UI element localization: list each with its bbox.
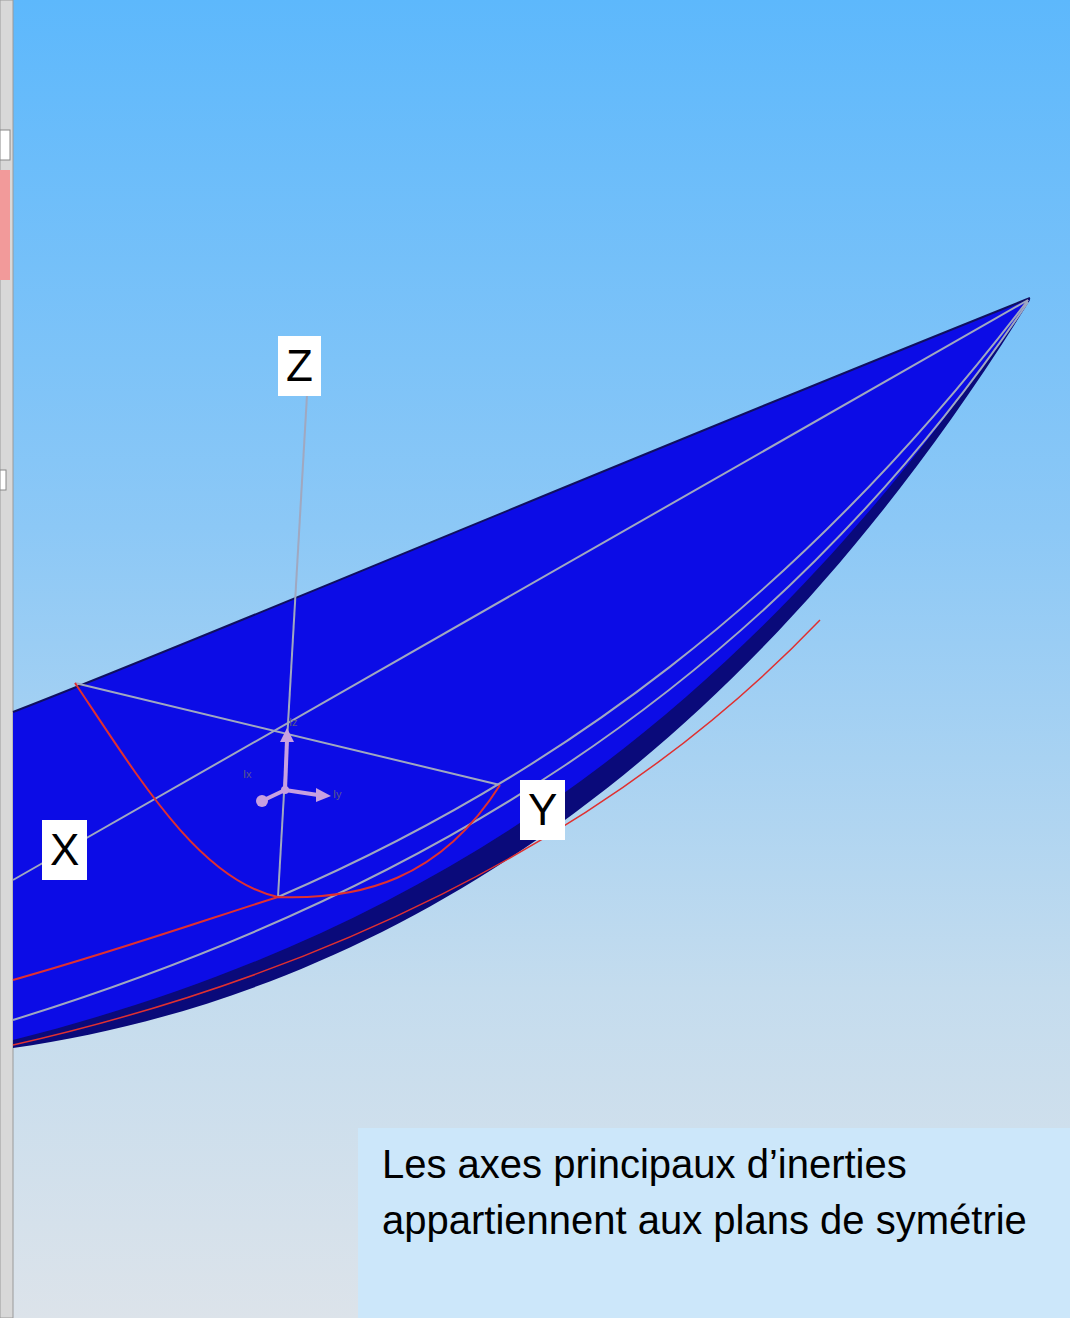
axis-label: X [42,820,87,880]
section-curve [75,683,278,897]
note-box: Les axes principaux d’inerties appartien… [358,1128,1070,1318]
hull-outline [13,298,1030,712]
inertia-label: Iz [289,716,298,728]
section-curve [13,620,820,1045]
inertia-triad [256,728,331,807]
hull-body [13,298,1030,1040]
toolbar-border [0,0,13,1318]
inertia-label: Ix [243,768,252,780]
toolbar-field [0,130,10,160]
toolbar-button [0,470,6,490]
hull-lines [13,300,1028,1020]
inertia-label: Iy [333,788,342,800]
note-text: Les axes principaux d’inerties appartien… [382,1136,1046,1248]
axis-label: Z [278,336,321,396]
axis-label: Y [520,780,565,840]
section-curve [13,785,500,980]
toolbar-strip [0,0,13,1318]
toolbar-panel [0,170,10,280]
hull-edge [13,298,1030,1048]
